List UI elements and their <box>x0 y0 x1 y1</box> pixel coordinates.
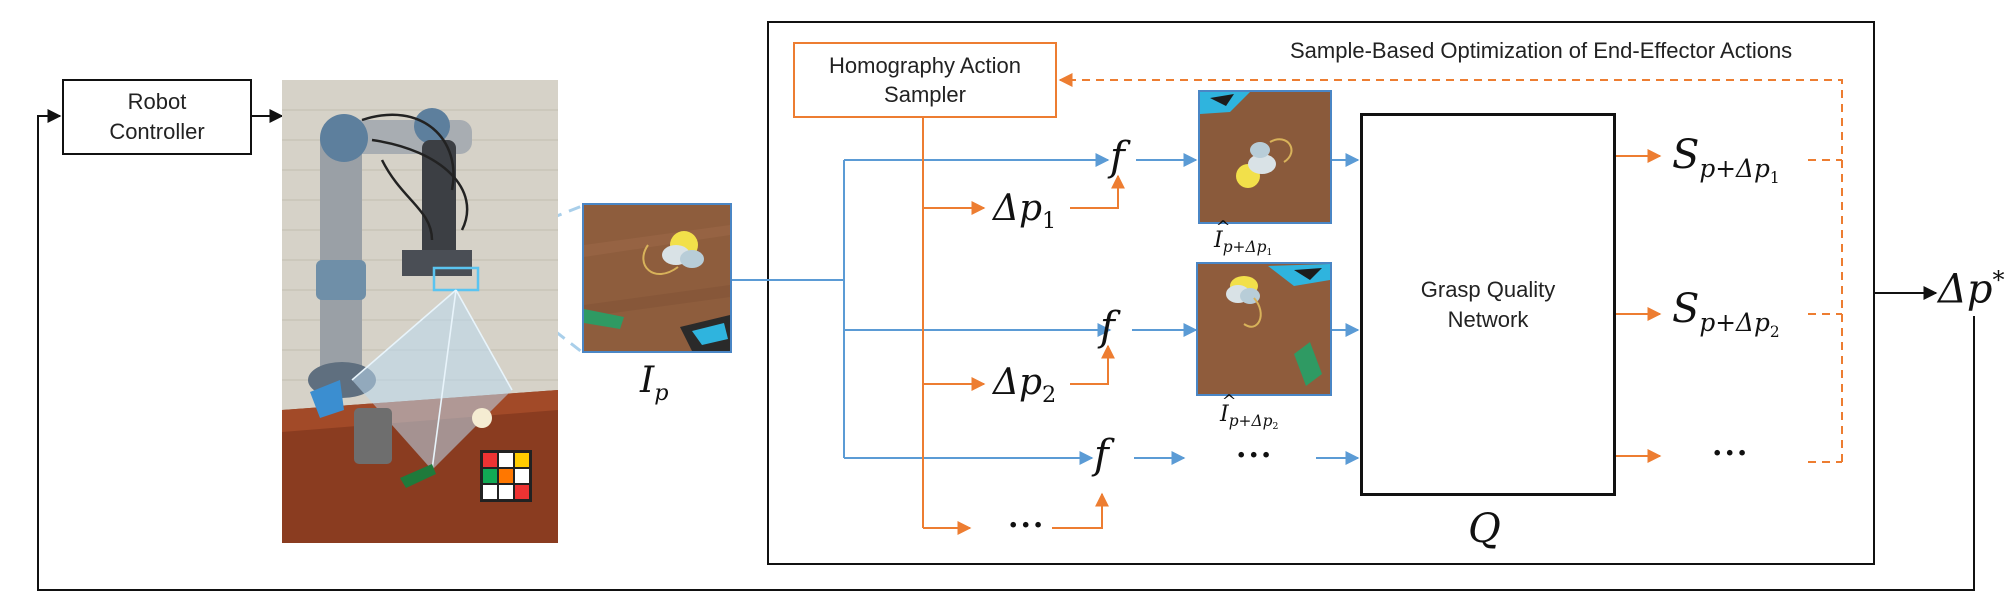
transform-f-3: f <box>1094 432 1109 478</box>
delta-sample-2: Δp2 <box>993 362 1057 409</box>
robot-controller-box: Robot Controller <box>62 79 252 155</box>
homography-sampler-box: Homography Action Sampler <box>793 42 1057 118</box>
camera-crop-photo <box>582 203 732 353</box>
warped-label-2: Ip+Δp2 <box>1220 392 1279 432</box>
image-label: Ip <box>640 360 669 406</box>
delta-sample-1: Δp1 <box>993 188 1057 235</box>
network-line2: Network <box>1447 306 1529 332</box>
image-label-base: I <box>640 360 655 401</box>
optimization-title: Sample-Based Optimization of End-Effecto… <box>1290 38 1793 63</box>
warped-ellipsis: ... <box>1236 430 1274 465</box>
delta-ellipsis: ... <box>1008 500 1046 535</box>
transform-f-2: f <box>1100 304 1115 350</box>
robot-controller-line2: Controller <box>109 119 205 144</box>
output-action: Δp* <box>1938 266 2005 313</box>
score-1: Sp+Δp1 <box>1672 132 1780 188</box>
network-symbol: Q <box>1468 506 1501 552</box>
warped-label-1: Ip+Δp1 <box>1214 218 1273 258</box>
grasp-quality-network-box: Grasp Quality Network <box>1360 113 1616 496</box>
sample-flow <box>922 118 1662 535</box>
score-ellipsis: ... <box>1712 428 1750 463</box>
warped-crop-photo-2 <box>1196 262 1332 396</box>
sampler-line2: Sampler <box>884 82 966 107</box>
optimization-frame <box>767 21 1875 565</box>
sampler-line1: Homography Action <box>829 53 1021 78</box>
score-2: Sp+Δp2 <box>1672 286 1780 342</box>
transform-f-1: f <box>1110 134 1125 180</box>
network-line1: Grasp Quality <box>1420 276 1556 302</box>
robot-photo <box>282 80 558 543</box>
robot-controller-line1: Robot <box>127 89 187 114</box>
image-label-sub: p <box>654 380 669 407</box>
warped-crop-photo-1 <box>1198 90 1332 224</box>
feedback-loop <box>37 109 1975 591</box>
image-flow <box>732 153 1360 465</box>
score-feedback <box>1058 73 1843 463</box>
